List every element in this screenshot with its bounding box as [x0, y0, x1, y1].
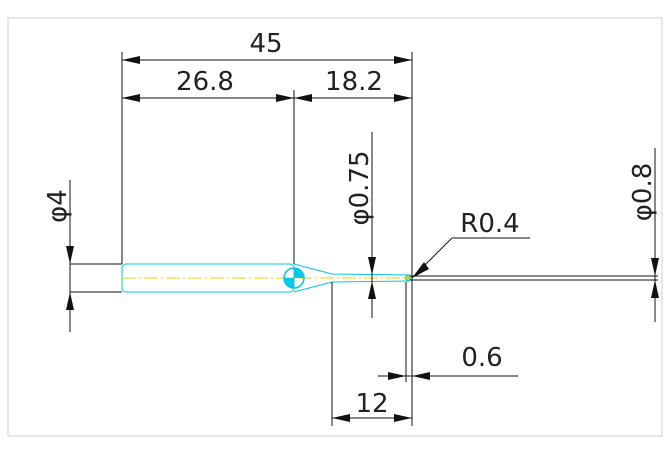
neck-marker-fill-top [294, 268, 304, 278]
arrowhead-left [122, 56, 140, 64]
neck-marker-fill-bottom [284, 278, 294, 288]
shank-diameter-label: φ4 [43, 189, 73, 223]
arrowhead-left [294, 94, 312, 102]
overall-length-label: 45 [249, 29, 282, 59]
neck-diameter-dimension: φ0.75 [345, 132, 376, 318]
arrowhead-left [388, 372, 406, 380]
arrowhead-right [394, 414, 412, 422]
tip-radius-label: R0.4 [460, 209, 519, 239]
neck-length-dimension: 12 [331, 282, 412, 426]
tool-outline [121, 263, 411, 293]
tip-point [405, 275, 411, 281]
overall-length-dimension: 45 [121, 29, 413, 282]
tip-diameter-dimension: φ0.8 [628, 148, 659, 322]
neck-section-length-label: 18.2 [325, 67, 383, 97]
tip-line [410, 275, 658, 281]
shank-diameter-dimension: φ4 [43, 180, 122, 332]
arrowhead-right [276, 94, 294, 102]
arrowhead-top [66, 246, 74, 264]
arrowhead-right [412, 372, 430, 380]
end-offset-label: 0.6 [461, 343, 502, 373]
tip-diameter-label: φ0.8 [628, 163, 658, 222]
arrowhead-top [651, 258, 659, 276]
shank-length-label: 26.8 [176, 67, 234, 97]
arrowhead-bottom [66, 292, 74, 310]
neck-section-length-dimension: 18.2 [294, 67, 412, 102]
arrowhead-bottom [651, 280, 659, 298]
shank-length-dimension: 26.8 [122, 67, 295, 264]
tip-radius-callout: R0.4 [411, 209, 530, 279]
neck-diameter-label: φ0.75 [345, 150, 375, 225]
drawing-border [7, 17, 663, 437]
arrowhead-bottom [368, 281, 376, 299]
arrowhead-right [394, 94, 412, 102]
arrowhead-right [394, 56, 412, 64]
arrowhead-left [332, 414, 350, 422]
arrowhead-left [122, 94, 140, 102]
end-offset-dimension: 0.6 [378, 282, 518, 426]
arrowhead-top [368, 257, 376, 275]
neck-length-label: 12 [355, 389, 388, 419]
leader-arrowhead [412, 262, 429, 278]
